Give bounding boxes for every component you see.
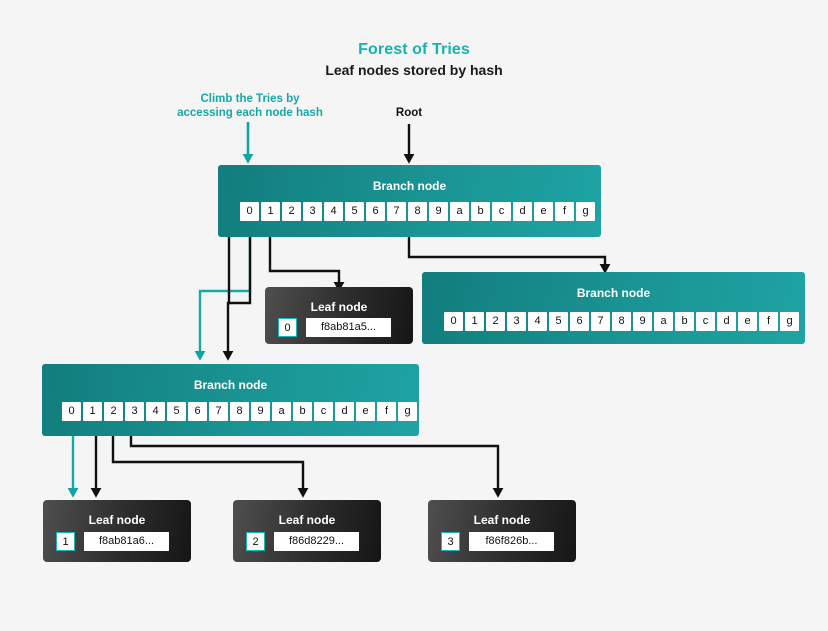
leaf-node-1[interactable]: Leaf node 1 f8ab81a6... (43, 500, 191, 562)
leaf-node-0-row: 0 f8ab81a5... (278, 318, 391, 337)
branch-right-cells-3[interactable]: 3 (507, 312, 526, 331)
branch-root-cells-overlay-d[interactable]: d (513, 202, 532, 221)
branch-root-cells-overlay-8[interactable]: 8 (408, 202, 427, 221)
branch-root-cells-overlay-g[interactable]: g (576, 202, 595, 221)
branch-root-cells-overlay-f[interactable]: f (555, 202, 574, 221)
branch-root-cells-overlay-9[interactable]: 9 (429, 202, 448, 221)
branch-right-cells-5[interactable]: 5 (549, 312, 568, 331)
branch-right-cells-c[interactable]: c (696, 312, 715, 331)
branch-root-cells-overlay-a[interactable]: a (450, 202, 469, 221)
page-title: Forest of Tries (358, 41, 470, 58)
branch-root-cells-overlay-1[interactable]: 1 (261, 202, 280, 221)
branch-root-cells-overlay-b[interactable]: b (471, 202, 490, 221)
leaf-node-1-index: 1 (56, 532, 75, 551)
branch-left-cells-a[interactable]: a (272, 402, 291, 421)
branch-root-cells-overlay-5[interactable]: 5 (345, 202, 364, 221)
leaf-node-1-hash: f8ab81a6... (84, 532, 169, 551)
branch-left-cells-d[interactable]: d (335, 402, 354, 421)
branch-right-cells-1[interactable]: 1 (465, 312, 484, 331)
branch-left-cells-6[interactable]: 6 (188, 402, 207, 421)
leaf-node-3-row: 3 f86f826b... (441, 532, 554, 551)
leaf-node-1-row: 1 f8ab81a6... (56, 532, 169, 551)
branch-right-cells-e[interactable]: e (738, 312, 757, 331)
branch-left-cells-c[interactable]: c (314, 402, 333, 421)
branch-right-cells-g[interactable]: g (780, 312, 799, 331)
branch-root-cells-overlay-c[interactable]: c (492, 202, 511, 221)
wire-branchleft-cell3-to-leaf3 (129, 434, 504, 498)
branch-left-cells-f[interactable]: f (377, 402, 396, 421)
annotation-climb-line1: Climb the Tries by (200, 93, 300, 105)
branch-right-cells-8[interactable]: 8 (612, 312, 631, 331)
branch-root-cells-overlay-0[interactable]: 0 (240, 202, 259, 221)
leaf-node-1-label: Leaf node (88, 513, 146, 527)
branch-node-right-label: Branch node (576, 286, 651, 300)
leaf-node-3-hash: f86f826b... (469, 532, 554, 551)
branch-node-left[interactable]: Branch node (42, 364, 419, 436)
leaf-node-2-label: Leaf node (278, 513, 336, 527)
branch-right-cells-d[interactable]: d (717, 312, 736, 331)
branch-left-cells-e[interactable]: e (356, 402, 375, 421)
leaf-node-0-index: 0 (278, 318, 297, 337)
branch-left-cells-g[interactable]: g (398, 402, 417, 421)
branch-left-cells-4[interactable]: 4 (146, 402, 165, 421)
leaf-node-2[interactable]: Leaf node 2 f86d8229... (233, 500, 381, 562)
branch-right-cells-6[interactable]: 6 (570, 312, 589, 331)
leaf-node-2-row: 2 f86d8229... (246, 532, 359, 551)
branch-node-root[interactable]: Branch node (218, 165, 601, 237)
branch-right-cells-7[interactable]: 7 (591, 312, 610, 331)
leaf-node-0[interactable]: Leaf node 0 f8ab81a5... (265, 287, 413, 344)
branch-right-cells-9[interactable]: 9 (633, 312, 652, 331)
branch-root-cells-overlay-3[interactable]: 3 (303, 202, 322, 221)
branch-left-cells-9[interactable]: 9 (251, 402, 270, 421)
leaf-node-2-index: 2 (246, 532, 265, 551)
branch-node-left-label: Branch node (193, 378, 268, 392)
branch-root-cells-overlay-7[interactable]: 7 (387, 202, 406, 221)
branch-node-right[interactable]: Branch node (422, 272, 805, 344)
leaf-node-3-index: 3 (441, 532, 460, 551)
wire-root-cell1-a (222, 224, 234, 361)
branch-left-cells-3[interactable]: 3 (125, 402, 144, 421)
annotation-root: Root (395, 107, 423, 119)
branch-right-cells-a[interactable]: a (654, 312, 673, 331)
leaf-node-3[interactable]: Leaf node 3 f86f826b... (428, 500, 576, 562)
branch-left-cells-0[interactable]: 0 (62, 402, 81, 421)
branch-root-cells-overlay-e[interactable]: e (534, 202, 553, 221)
branch-right-cells-2[interactable]: 2 (486, 312, 505, 331)
branch-left-cells-8[interactable]: 8 (230, 402, 249, 421)
branch-left-cells-1[interactable]: 1 (83, 402, 102, 421)
annotation-climb-line2: accessing each node hash (177, 107, 323, 119)
branch-root-cells-overlay-6[interactable]: 6 (366, 202, 385, 221)
leaf-node-2-hash: f86d8229... (274, 532, 359, 551)
annotation-climb-the-tries: Climb the Tries by accessing each node h… (160, 92, 340, 120)
wire-branchleft-cell2-to-leaf2 (111, 434, 309, 498)
branch-left-cells-7[interactable]: 7 (209, 402, 228, 421)
branch-root-cells-overlay-2[interactable]: 2 (282, 202, 301, 221)
branch-node-root-label: Branch node (372, 179, 447, 193)
leaf-node-3-label: Leaf node (473, 513, 531, 527)
branch-right-cells-f[interactable]: f (759, 312, 778, 331)
branch-root-cells-overlay-4[interactable]: 4 (324, 202, 343, 221)
page-subtitle: Leaf nodes stored by hash (325, 62, 503, 78)
branch-left-cells-5[interactable]: 5 (167, 402, 186, 421)
leaf-node-0-label: Leaf node (310, 300, 368, 314)
wire-root-cell0-to-branch-left (194, 224, 252, 361)
branch-left-cells-b[interactable]: b (293, 402, 312, 421)
branch-right-cells-0[interactable]: 0 (444, 312, 463, 331)
branch-left-cells-2[interactable]: 2 (104, 402, 123, 421)
branch-right-cells-b[interactable]: b (675, 312, 694, 331)
leaf-node-0-hash: f8ab81a5... (306, 318, 391, 337)
branch-right-cells-4[interactable]: 4 (528, 312, 547, 331)
